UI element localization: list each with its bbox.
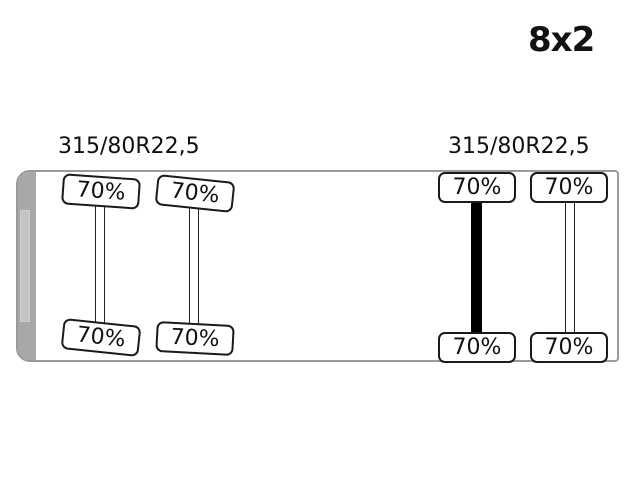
axle-4-right-tire: 70%	[530, 332, 608, 363]
axle-2-right-tire: 70%	[155, 320, 235, 357]
axle-1-bar	[95, 204, 105, 328]
axle-3-bar-driven	[471, 200, 482, 334]
axle-4-left-tire: 70%	[530, 172, 608, 203]
axle-3-right-tire: 70%	[438, 332, 516, 363]
axle-configuration-label: 8x2	[528, 20, 595, 60]
axle-4-bar	[565, 200, 575, 334]
axle-3-left-tire: 70%	[438, 172, 516, 203]
axle-1-left-tire: 70%	[61, 173, 141, 210]
axle-2-bar	[189, 206, 199, 328]
front-tire-size-label: 315/80R22,5	[58, 134, 200, 159]
cab-grille	[20, 210, 30, 322]
rear-tire-size-label: 315/80R22,5	[448, 134, 590, 159]
